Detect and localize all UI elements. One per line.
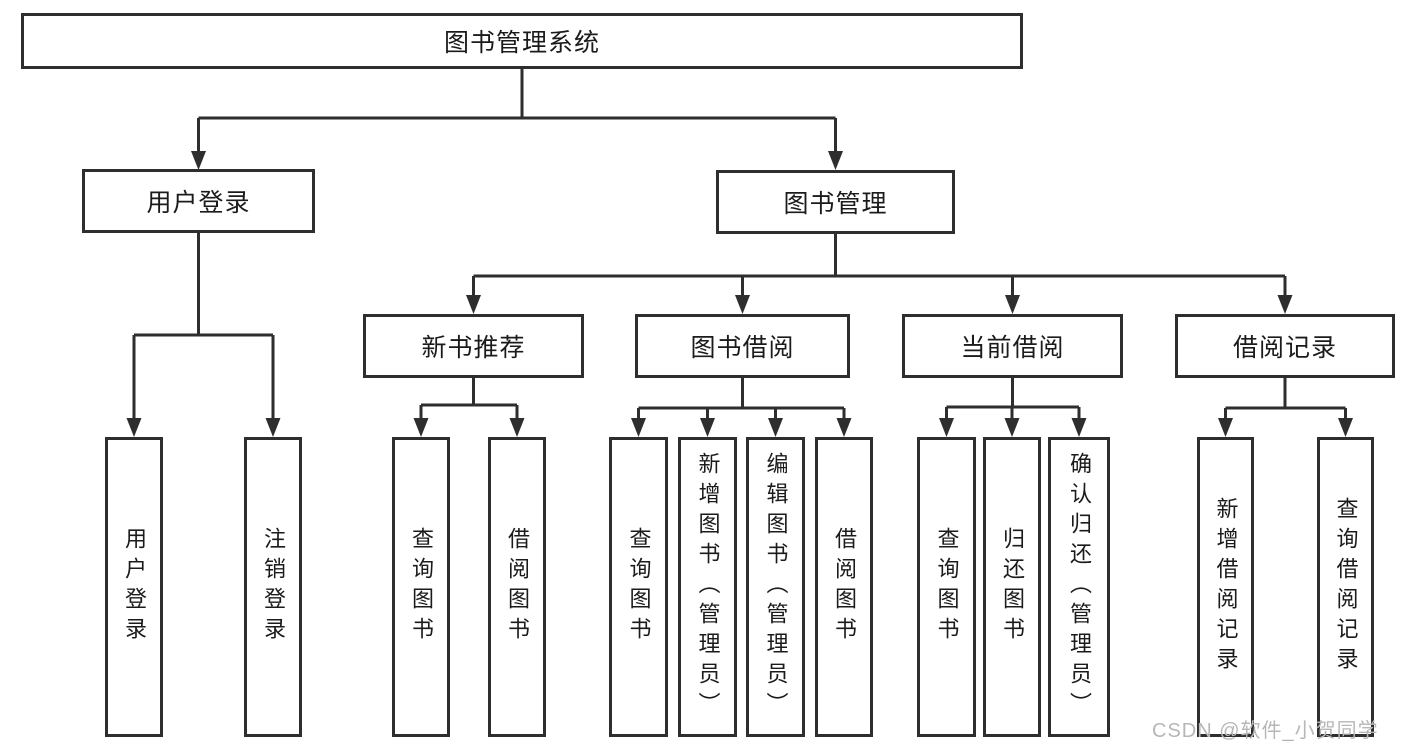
leaf-label: 归还图书 [1000, 527, 1025, 647]
leaf-label: 编辑图书（管理员） [763, 452, 789, 722]
arrow-icon [1338, 418, 1353, 437]
arrow-icon [939, 418, 954, 437]
leaf-borrow-books: 借阅图书 [488, 437, 546, 737]
arrow-icon [413, 418, 429, 437]
connector-current-to-leaves [945, 378, 1081, 420]
connector-records-to-leaves [1224, 378, 1347, 420]
leaf-query-books: 查询图书 [392, 437, 450, 737]
connector-borrowing-to-leaves [637, 378, 846, 420]
arrow-icon [1004, 418, 1020, 437]
arrow-icon [828, 151, 843, 170]
leaf-label: 查询图书 [409, 527, 434, 647]
connector-newbook-to-leaves [419, 378, 519, 420]
watermark: CSDN @软件_小贺同学 [1152, 720, 1379, 742]
connector-management-to-level3 [472, 234, 1287, 297]
leaf-label: 查询图书 [934, 527, 960, 647]
leaf-add-books-admin: 新增图书（管理员） [678, 437, 737, 737]
leaf-confirm-return-admin: 确认归还（管理员） [1048, 437, 1110, 737]
node-label: 图书管理 [783, 190, 888, 218]
arrow-icon [768, 418, 783, 437]
node-label: 当前借阅 [960, 334, 1065, 362]
leaf-label: 用户登录 [122, 527, 147, 647]
leaf-label: 确认归还（管理员） [1067, 452, 1092, 722]
arrow-icon [466, 295, 481, 314]
leaf-query-books: 查询图书 [609, 437, 668, 737]
arrow-icon [631, 418, 646, 437]
leaf-edit-books-admin: 编辑图书（管理员） [746, 437, 805, 737]
node-book-borrowing: 图书借阅 [635, 314, 850, 378]
leaf-label: 新增借阅记录 [1213, 497, 1239, 677]
arrow-icon [1277, 295, 1293, 314]
leaf-logout-login: 注销登录 [244, 437, 302, 737]
arrow-icon [509, 418, 525, 437]
node-label: 图书借阅 [690, 334, 795, 362]
leaf-label: 查询图书 [626, 527, 652, 647]
leaf-user-login: 用户登录 [105, 437, 163, 737]
leaf-label: 借阅图书 [505, 527, 530, 647]
arrow-icon [1005, 295, 1020, 314]
leaf-return-books: 归还图书 [983, 437, 1041, 737]
arrow-icon [191, 151, 206, 170]
leaf-query-books: 查询图书 [917, 437, 976, 737]
node-borrowing-records: 借阅记录 [1175, 314, 1395, 378]
node-new-book-recommendation: 新书推荐 [363, 314, 584, 378]
leaf-borrow-books: 借阅图书 [815, 437, 873, 737]
leaf-label: 新增图书（管理员） [695, 452, 721, 722]
leaf-query-borrow-record: 查询借阅记录 [1317, 437, 1374, 737]
node-label: 用户登录 [146, 189, 251, 217]
node-book-management: 图书管理 [716, 170, 955, 234]
node-label: 借阅记录 [1232, 334, 1337, 362]
arrow-icon [735, 295, 750, 314]
connector-root-to-level2 [197, 69, 837, 153]
node-label: 新书推荐 [421, 334, 526, 362]
leaf-label: 借阅图书 [832, 527, 857, 647]
arrow-icon [1071, 418, 1087, 437]
connector-login-to-leaves [132, 233, 275, 420]
arrow-icon [126, 418, 142, 437]
leaf-label: 查询借阅记录 [1333, 497, 1359, 677]
arrowheads [126, 151, 1353, 437]
leaf-label: 注销登录 [261, 527, 286, 647]
arrow-icon [836, 418, 852, 437]
node-label: 图书管理系统 [443, 29, 600, 57]
node-library-management-system: 图书管理系统 [21, 13, 1023, 69]
node-current-borrowing: 当前借阅 [902, 314, 1123, 378]
arrow-icon [265, 418, 281, 437]
node-user-login: 用户登录 [82, 169, 315, 233]
arrow-icon [700, 418, 715, 437]
arrow-icon [1218, 418, 1233, 437]
leaf-add-borrow-record: 新增借阅记录 [1197, 437, 1254, 737]
